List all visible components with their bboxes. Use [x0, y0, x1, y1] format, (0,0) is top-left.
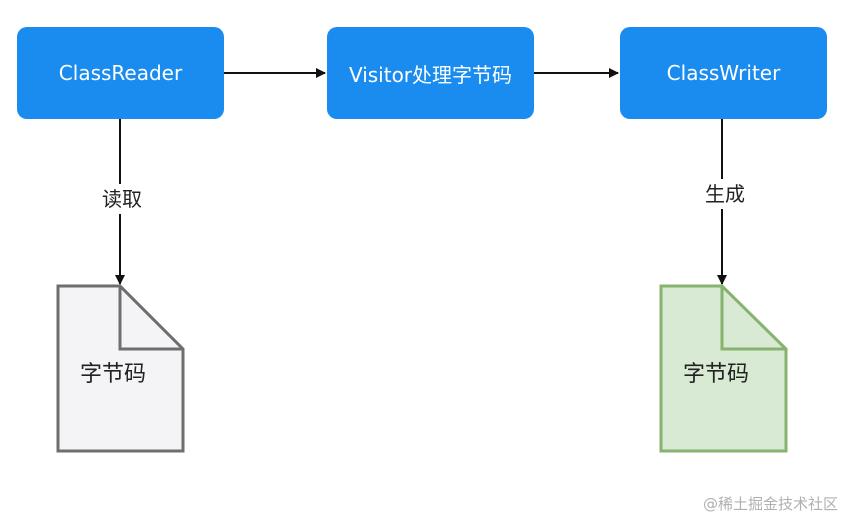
doc-input-fold — [118, 286, 183, 351]
doc-output-label: 字节码 — [683, 362, 750, 387]
node-class-writer: ClassWriter — [620, 27, 827, 119]
node-visitor-label: Visitor处理字节码 — [348, 62, 513, 87]
node-class-writer-label: ClassWriter — [666, 61, 781, 85]
node-class-reader: ClassReader — [17, 27, 224, 119]
node-visitor: Visitor处理字节码 — [327, 27, 534, 119]
doc-input-label: 字节码 — [80, 362, 147, 387]
doc-output-shape — [659, 284, 788, 453]
doc-output-fold — [720, 286, 786, 351]
edge-label-read: 读取 — [98, 184, 146, 214]
doc-input-shape — [56, 284, 185, 453]
watermark: @稀土掘金技术社区 — [702, 495, 838, 513]
node-class-reader-label: ClassReader — [58, 61, 183, 85]
edge-label-generate: 生成 — [701, 179, 749, 209]
